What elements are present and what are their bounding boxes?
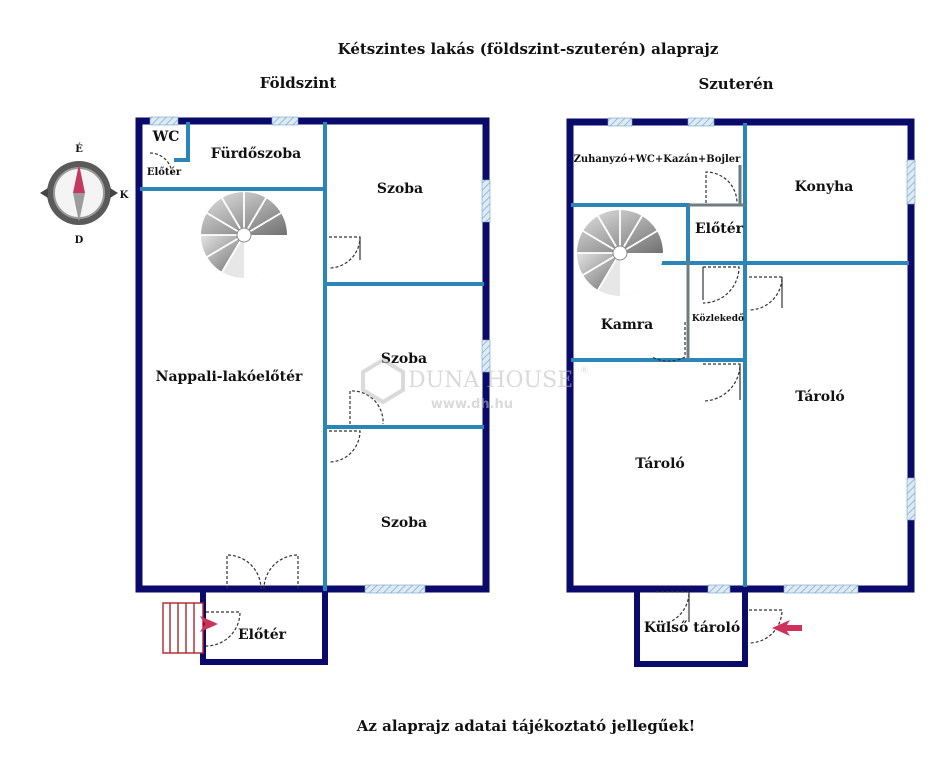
door-arc	[655, 591, 690, 626]
plan-title: Kétszintes lakás (földszint-szuterén) al…	[338, 40, 719, 58]
window	[481, 179, 491, 223]
window	[607, 117, 633, 127]
compass-north-label: É	[75, 143, 83, 155]
room-label-hall: Előtér	[695, 221, 744, 237]
door-arc	[349, 390, 384, 425]
compass-needle-south-icon	[73, 193, 85, 222]
room-label-pantry: Kamra	[601, 317, 654, 333]
footer-disclaimer: Az alaprajz adatai tájékoztató jellegűek…	[356, 717, 695, 735]
basement-interior-walls-grey	[686, 165, 745, 360]
compass-east-label: K	[120, 190, 129, 201]
window	[707, 584, 731, 594]
window	[481, 339, 491, 373]
room-label-entry-hall: Előtér	[238, 627, 287, 643]
compass-tick-east	[110, 188, 118, 198]
basement-floor: Zuhanyzó+WC+Kazán+Bojler Konyha Előtér K…	[566, 117, 916, 667]
window	[906, 159, 916, 205]
door-arc	[748, 609, 783, 644]
compass-needle-north-icon	[73, 164, 85, 193]
watermark-registered: ®	[580, 366, 589, 376]
entry-steps	[162, 602, 204, 654]
watermark-logo-icon	[361, 357, 405, 405]
basement-interior-walls	[571, 123, 909, 587]
basement-floor-heading: Szuterén	[698, 75, 773, 93]
door-arc	[328, 430, 361, 463]
compass-south-label: D	[75, 235, 84, 246]
entry-arrow-icon	[200, 616, 218, 632]
ground-floor-heading: Földszint	[260, 74, 337, 92]
room-label-outer-storage: Külső tároló	[644, 620, 740, 636]
door-arc	[702, 266, 740, 304]
watermark-brand: DUNA HOUSE	[408, 368, 573, 393]
room-label-wc: WC	[152, 129, 180, 145]
ground-outer-wall	[135, 117, 490, 593]
room-label-corridor: Közlekedő	[692, 313, 744, 324]
room-label-living: Nappali-lakóelőtér	[156, 369, 303, 385]
door-arc	[651, 322, 686, 362]
window	[364, 584, 426, 594]
spiral-staircase-icon	[200, 192, 287, 278]
room-label-room-2: Szoba	[381, 351, 427, 367]
ground-floor: WC Fürdőszoba Előtér Szoba Szoba Szoba N…	[135, 116, 491, 665]
basement-entry-arrow-tail	[784, 625, 802, 631]
window	[687, 117, 715, 127]
room-label-small-hall: Előtér	[147, 167, 182, 178]
room-label-room-3: Szoba	[381, 515, 427, 531]
window	[271, 116, 299, 126]
ground-interior-walls	[140, 122, 484, 591]
door-arc	[263, 554, 299, 590]
room-label-storage-right: Tároló	[795, 389, 845, 405]
door-arc	[149, 152, 173, 176]
window	[783, 584, 859, 594]
room-label-storage-left: Tároló	[635, 456, 685, 472]
room-label-bathroom: Fürdőszoba	[211, 146, 301, 162]
basement-outer-storage-wall	[634, 589, 748, 667]
door-arc	[226, 554, 262, 590]
room-label-kitchen: Konyha	[795, 179, 854, 195]
door-arc	[702, 363, 741, 402]
spiral-staircase-icon	[576, 210, 663, 296]
door-arc	[705, 171, 738, 204]
door-arc	[328, 236, 361, 269]
door-arc	[748, 276, 783, 311]
compass: É D K	[40, 143, 129, 246]
watermark: DUNA HOUSE ® www.dh.hu	[361, 357, 589, 412]
window	[906, 477, 916, 521]
window	[149, 116, 179, 126]
door-arc	[205, 611, 241, 647]
watermark-url: www.dh.hu	[431, 397, 513, 412]
room-label-utility: Zuhanyzó+WC+Kazán+Bojler	[574, 154, 742, 165]
basement-outer-wall	[566, 118, 915, 593]
compass-tick-west	[40, 188, 48, 198]
basement-entry-arrow-icon	[772, 620, 790, 636]
room-label-room-1: Szoba	[377, 181, 423, 197]
